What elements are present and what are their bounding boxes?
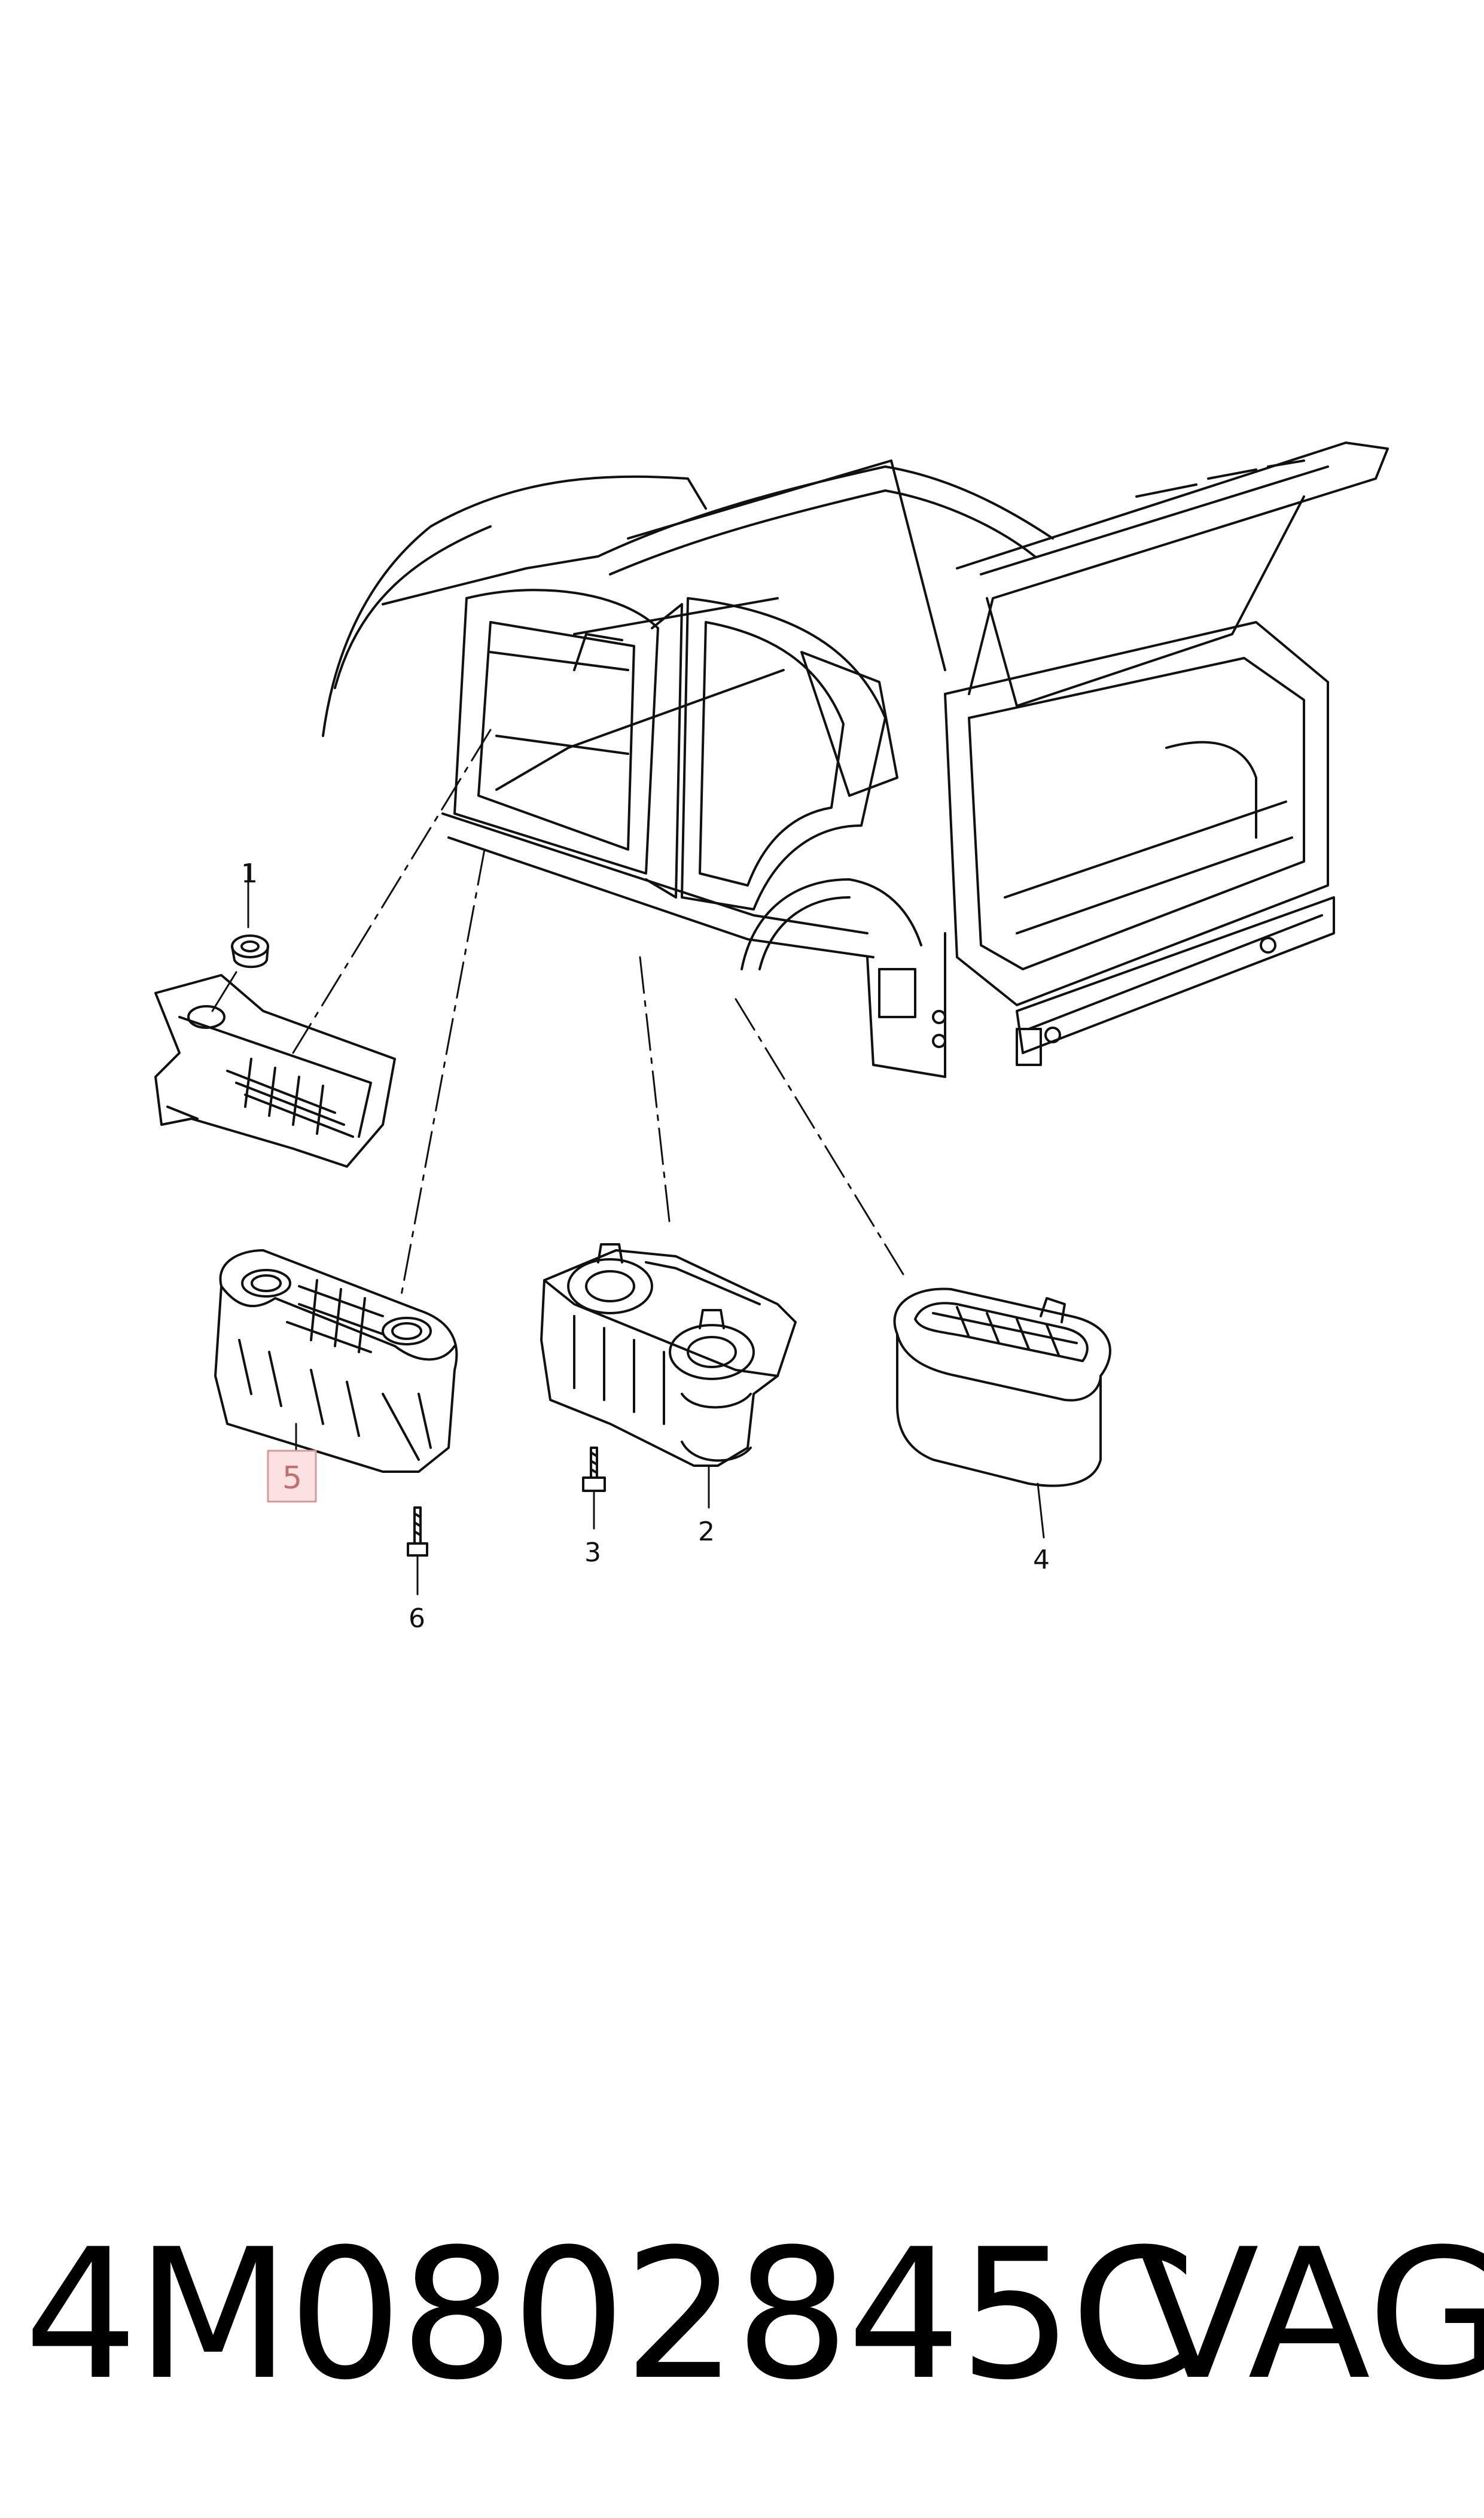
callout-2: 2	[698, 1517, 715, 1547]
callout-5-highlight	[267, 1450, 317, 1503]
part-3-screw	[582, 1447, 606, 1530]
callout-5: 5	[282, 1460, 302, 1496]
part-5-container	[214, 1249, 458, 1473]
brand-label: VAG	[1136, 2211, 1484, 2419]
part-2-holder	[540, 1243, 797, 1509]
part-1-clip	[211, 863, 269, 1012]
callout-3: 3	[584, 1537, 601, 1568]
leader-lines	[292, 729, 904, 1299]
callout-4: 4	[1033, 1545, 1050, 1575]
callout-1: 1	[241, 858, 258, 889]
part-number: 4M0802845C	[24, 2211, 1196, 2419]
callout-6: 6	[409, 1603, 425, 1634]
part-4-tray	[893, 1287, 1111, 1539]
foam-insert	[154, 974, 396, 1168]
car-body	[322, 442, 1389, 1078]
part-6-bolt	[407, 1506, 428, 1596]
